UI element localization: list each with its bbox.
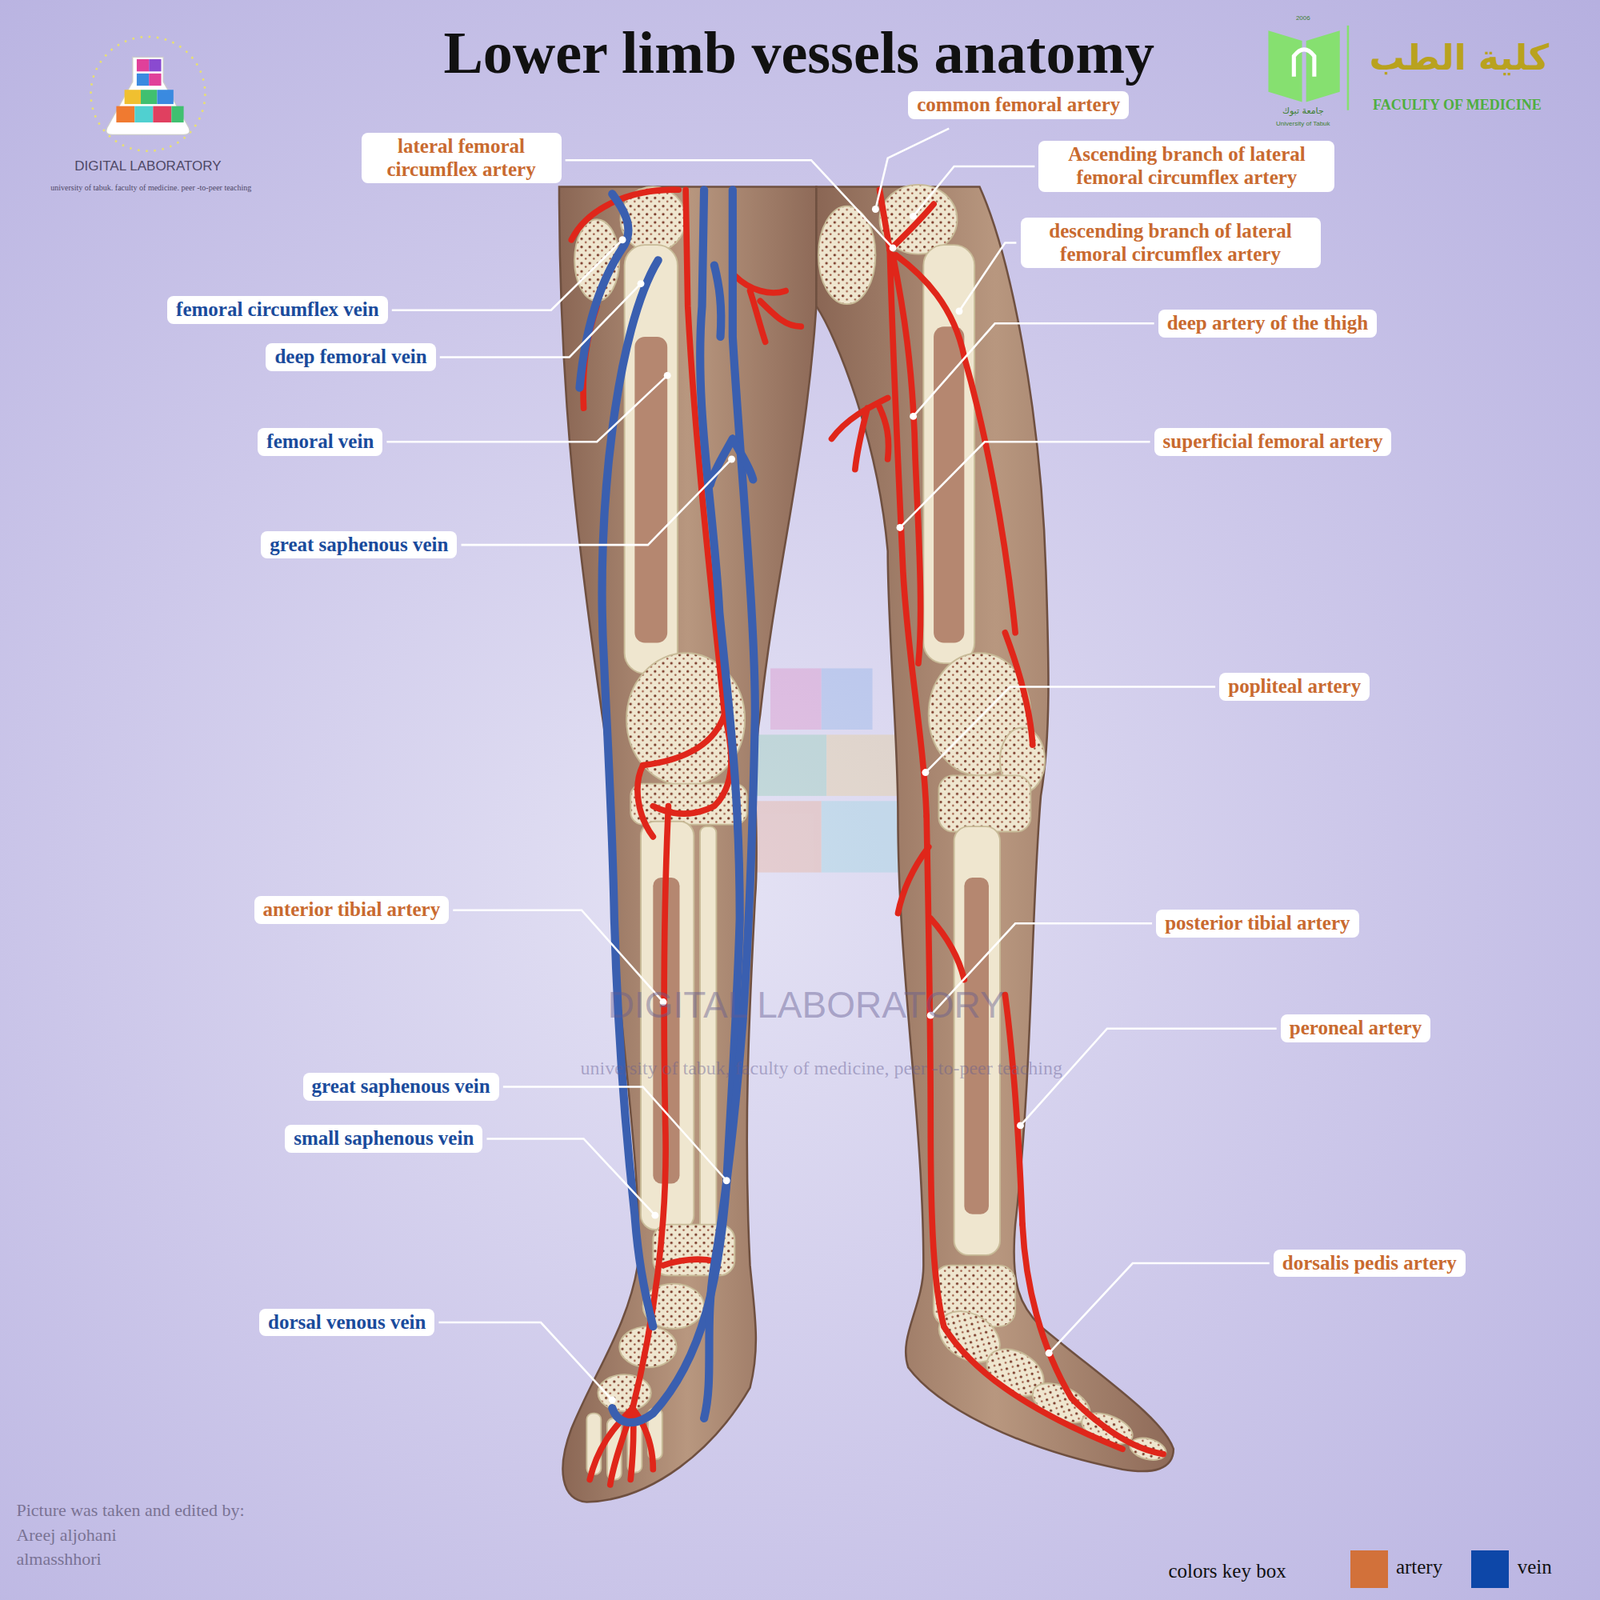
vessel-label: small saphenous vein <box>293 1127 474 1151</box>
label-box: dorsal venous vein <box>259 1308 435 1337</box>
credit: almasshhori <box>16 1548 101 1569</box>
title: Lower limb vessels anatomy <box>443 20 1155 86</box>
logo-text: University of Tabuk <box>1276 120 1330 128</box>
credit: Picture was taken and edited by: <box>16 1500 244 1520</box>
vessel-label: dorsalis pedis artery <box>1282 1252 1457 1276</box>
legend-heading: colors key box <box>1168 1560 1286 1584</box>
label-box: small saphenous vein <box>284 1124 483 1153</box>
leader-lines <box>386 128 1276 1400</box>
label-box: posterior tibial artery <box>1156 909 1359 938</box>
legend-swatch <box>1471 1550 1509 1588</box>
legend-text: vein <box>1517 1556 1552 1579</box>
vessel-label: great saphenous vein <box>312 1075 491 1099</box>
label-box: deep artery of the thigh <box>1158 309 1377 338</box>
label-box: great saphenous vein <box>260 531 457 560</box>
watermark: DIGITAL LABORATORY <box>608 984 1005 1027</box>
vessel-label: posterior tibial artery <box>1164 912 1350 936</box>
label-box: peroneal artery <box>1280 1014 1431 1043</box>
label-box: great saphenous vein <box>303 1072 500 1101</box>
label-box: descending branch of lateral femoral cir… <box>1020 217 1321 269</box>
bones <box>818 184 1168 1464</box>
vessel-label: deep femoral vein <box>274 345 427 369</box>
vessel-label: dorsal venous vein <box>268 1311 426 1335</box>
arteries <box>571 189 801 1485</box>
vessel-label: great saphenous vein <box>269 533 448 557</box>
label-box: superficial femoral artery <box>1154 428 1392 456</box>
arteries <box>832 189 1164 1454</box>
logo-arabic: جامعة تبوك <box>1282 106 1324 117</box>
veins <box>579 189 755 1423</box>
vessel-label: lateral femoral circumflex artery <box>370 135 553 182</box>
logo-year: 2006 <box>1296 14 1311 22</box>
university-logo <box>1268 25 1348 111</box>
logo-tagline: university of tabuk. faculty of medicine… <box>50 183 252 193</box>
label-box: anterior tibial artery <box>254 896 450 924</box>
label-box: dorsalis pedis artery <box>1273 1249 1466 1278</box>
legend-swatch <box>1350 1550 1388 1588</box>
logo-text: FACULTY OF MEDICINE <box>1372 96 1542 114</box>
vessel-label: anterior tibial artery <box>263 898 441 922</box>
watermark: university of tabuk, faculty of medicine… <box>580 1057 1063 1080</box>
vessel-label: common femoral artery <box>916 93 1120 117</box>
legs <box>559 186 1174 1502</box>
vessel-label: deep artery of the thigh <box>1167 312 1368 336</box>
label-box: femoral vein <box>257 428 383 456</box>
lab-logo <box>91 36 206 152</box>
vessel-label: femoral circumflex vein <box>176 298 380 322</box>
vessel-label: superficial femoral artery <box>1163 430 1384 454</box>
vessel-label: Ascending branch of lateral femoral circ… <box>1047 143 1326 190</box>
label-box: lateral femoral circumflex artery <box>361 132 562 184</box>
vessel-label: popliteal artery <box>1228 675 1361 699</box>
legend-text: artery <box>1396 1556 1443 1579</box>
leader-dots <box>608 205 1053 1404</box>
watermark-logo <box>740 668 904 872</box>
label-box: Ascending branch of lateral femoral circ… <box>1038 140 1335 192</box>
vessel-label: peroneal artery <box>1289 1016 1422 1040</box>
label-box: common femoral artery <box>908 91 1129 120</box>
logo-text: DIGITAL LABORATORY <box>74 158 221 175</box>
label-box: popliteal artery <box>1219 672 1370 701</box>
vessel-label: femoral vein <box>266 430 374 454</box>
vessel-label: descending branch of lateral femoral cir… <box>1029 220 1312 267</box>
credit: Areej aljohani <box>16 1524 116 1545</box>
label-box: deep femoral vein <box>265 343 436 372</box>
logo-arabic: كلية الطب <box>1369 37 1550 79</box>
label-box: femoral circumflex vein <box>167 296 388 324</box>
